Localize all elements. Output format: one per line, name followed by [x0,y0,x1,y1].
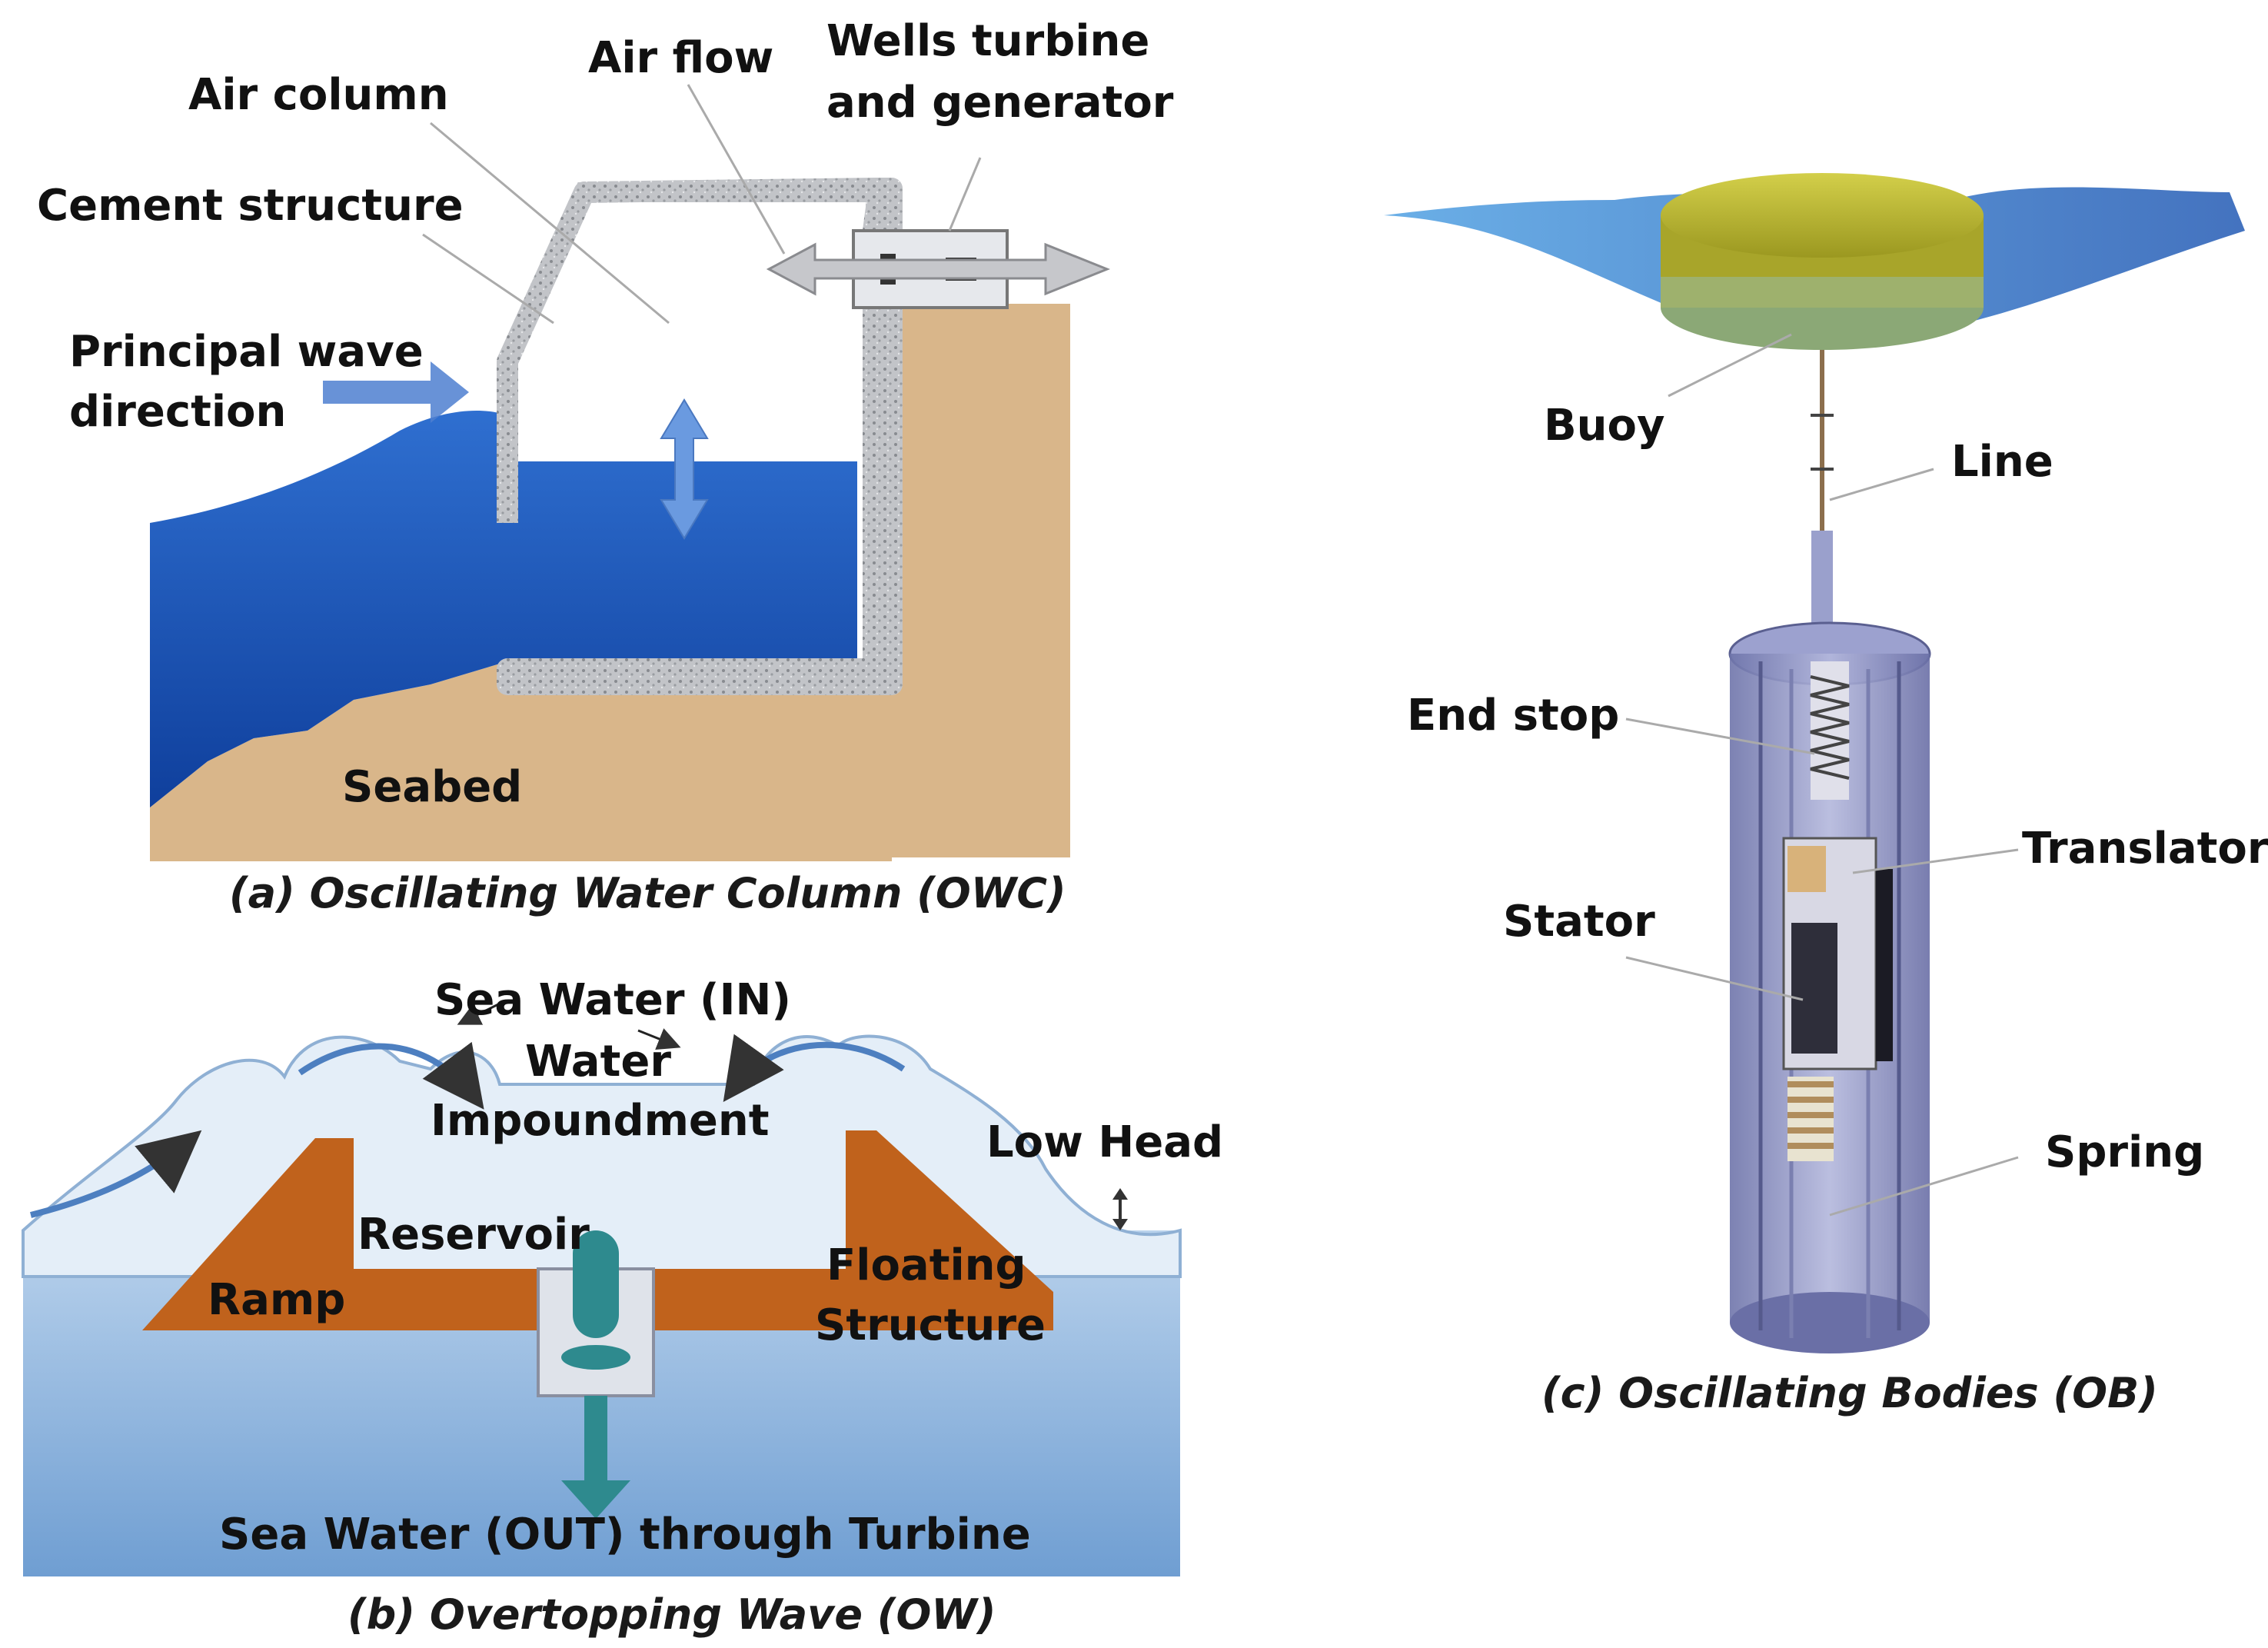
seabed-sand [150,661,892,861]
lower-spring [1787,1077,1834,1161]
leader-spring [1829,1156,2019,1217]
label-floating: Floating [826,1240,1026,1290]
leader-air-column [430,122,670,325]
leader-stator [1625,956,1804,1001]
ow-ramp-structure [142,1138,546,1330]
label-ramp: Ramp [208,1275,346,1325]
leader-wells-turbine [948,157,982,231]
label-translator: Translator [2022,824,2268,874]
buoy-top [1661,173,1984,258]
label-air-flow: Air flow [588,33,774,83]
panel-c-ob [1384,173,2245,1353]
cement-wall-left [497,182,876,523]
label-cement-structure: Cement structure [37,181,464,231]
label-low-head: Low Head [986,1117,1224,1167]
cylinder-bottom [1730,1292,1930,1353]
leader-translator [1852,848,2019,874]
ow-incoming-wave-arrow [30,1130,202,1218]
label-principal-wave-2: direction [69,387,287,437]
label-wells-turbine-1: Wells turbine [826,16,1150,66]
ow-inflow-arrow-left [298,1041,484,1110]
water-oscillation-arrow [660,398,709,540]
ow-out-arrow [561,1396,630,1519]
leader-air-flow [687,84,786,255]
panel-b-ow [22,1002,1182,1576]
stator [1791,923,1837,1054]
label-air-column: Air column [188,70,449,120]
wave-direction-arrow [323,361,469,423]
label-principal-wave-1: Principal wave [69,327,424,377]
label-impoundment: Impoundment [431,1096,770,1146]
label-stator: Stator [1503,897,1655,947]
caption-a: (a) Oscillating Water Column (OWC) [229,869,1066,917]
end-stop-spring [1810,661,1850,800]
caption-c: (c) Oscillating Bodies (OB) [1541,1369,2158,1417]
ow-turbine [573,1230,619,1338]
leader-cement [422,233,554,325]
label-water: Water [525,1037,671,1087]
label-line: Line [1951,437,2054,487]
cement-floor [507,666,884,686]
label-end-stop: End stop [1407,691,1620,741]
label-buoy: Buoy [1544,401,1665,451]
low-head-arrow [1112,1188,1128,1230]
label-sea-water-in: Sea Water (IN) [434,975,791,1025]
air-flow-arrow [766,242,1111,296]
label-seabed: Seabed [342,762,523,812]
label-spring: Spring [2045,1127,2205,1177]
label-wells-turbine-2: and generator [826,78,1174,128]
leader-line [1829,468,1934,501]
caption-b: (b) Overtopping Wave (OW) [348,1590,996,1639]
label-structure: Structure [815,1300,1046,1350]
label-reservoir: Reservoir [357,1210,590,1260]
ow-floating-structure [653,1130,1053,1330]
leader-end-stop [1625,717,1815,755]
shore-sand [892,304,1070,857]
panel-a-owc [150,84,1111,861]
leader-buoy [1668,333,1792,398]
label-sea-water-out: Sea Water (OUT) through Turbine [219,1510,1031,1560]
ow-inflow-arrow-right [723,1034,906,1103]
